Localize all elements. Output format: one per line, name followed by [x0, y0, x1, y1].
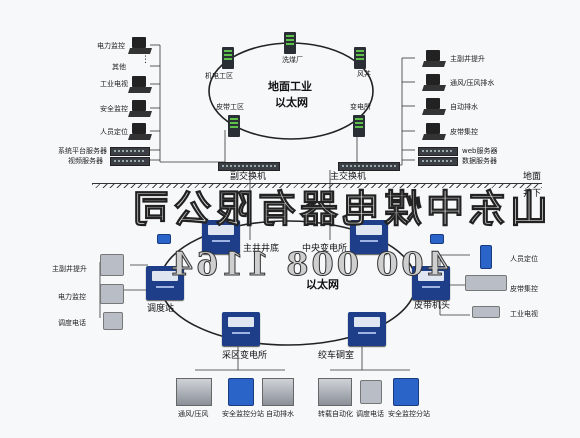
- node-top-label: 洗煤厂: [282, 56, 303, 64]
- node-ug-left-label: 调度站: [147, 304, 175, 314]
- main-switch-rack: [338, 162, 400, 171]
- locator-icon: [480, 245, 492, 269]
- ug-left-device-label: 调度电话: [58, 319, 86, 327]
- ground-hatch: [92, 184, 542, 188]
- switch-icon: [222, 47, 234, 69]
- drainage-photo: [262, 378, 294, 406]
- right-device-label: 自动排水: [450, 103, 478, 111]
- switch-icon: [353, 115, 365, 137]
- left-device-label: 安全监控: [100, 105, 128, 113]
- conveyor-icon: [465, 275, 507, 291]
- main-switch-label: 主交换机: [330, 172, 367, 182]
- ground-divider: [92, 183, 542, 184]
- cabinet-top-left: [202, 220, 240, 254]
- server-rack-icon: [110, 147, 150, 156]
- ug-right-device-label: 人员定位: [510, 255, 538, 263]
- monitor-icon: [128, 123, 152, 141]
- left-device-label: 工业电视: [100, 80, 128, 88]
- transfer-photo: [318, 378, 352, 406]
- node-top-right-label: 风井: [357, 70, 371, 78]
- cabinet-left: [146, 266, 184, 300]
- node-ug-right-label: 皮带机头: [414, 301, 451, 311]
- left-device-label: 人员定位: [100, 128, 128, 136]
- server-rack-icon: [110, 157, 150, 166]
- ug-br-device-label: 安全监控分站: [388, 410, 430, 418]
- surface-ring-title-1: 地面工业: [268, 80, 312, 93]
- monitor-icon: [422, 74, 446, 92]
- monitor-icon: [422, 50, 446, 68]
- ug-bl-device-label: 安全监控分站: [222, 410, 264, 418]
- left-device-label: 系统平台服务器: [58, 147, 107, 155]
- ug-left-device-label: 主副井提升: [52, 265, 87, 273]
- ug-left-device-label: 电力监控: [58, 293, 86, 301]
- hoist-icon: [100, 254, 124, 276]
- node-right-label: 变电所: [350, 103, 371, 111]
- switch-icon: [228, 115, 240, 137]
- left-device-label: 视频服务器: [68, 157, 103, 165]
- underground-ring-title: 以太网: [306, 278, 339, 291]
- telephone-icon: [360, 380, 382, 404]
- node-left-label: 皮带工区: [216, 103, 244, 111]
- monitor-icon: [128, 100, 152, 118]
- monitor-station-icon: [228, 378, 254, 406]
- cabinet-bottom-right: [348, 312, 386, 346]
- sub-switch-rack: [218, 162, 280, 171]
- sensor-icon: [430, 234, 444, 244]
- switch-icon: [284, 32, 296, 54]
- monitor-icon: [422, 123, 446, 141]
- camera-icon: [472, 306, 500, 318]
- node-ug-bottom-right-label: 绞车硐室: [318, 351, 355, 361]
- ug-right-device-label: 皮带集控: [510, 285, 538, 293]
- surface-ring-title-2: 以太网: [275, 96, 308, 109]
- server-rack-icon: [418, 157, 458, 166]
- ug-right-device-label: 工业电视: [510, 310, 538, 318]
- ug-br-device-label: 转载自动化: [318, 410, 353, 418]
- server-rack-icon: [418, 147, 458, 156]
- node-ug-bottom-left-label: 采区变电所: [222, 351, 268, 361]
- right-device-label: 主副井提升: [450, 55, 485, 63]
- left-device-label: 电力监控: [97, 42, 125, 50]
- node-ug-top-right-label: 中央变电所: [302, 244, 348, 254]
- node-top-left-label: 机电工区: [205, 72, 233, 80]
- monitor-station-icon: [393, 378, 419, 406]
- power-monitor-icon: [100, 284, 124, 304]
- ug-br-device-label: 调度电话: [356, 410, 384, 418]
- right-device-label: 数据服务器: [462, 157, 497, 165]
- underground-label: 井下: [523, 189, 542, 199]
- cabinet-right: [412, 266, 450, 300]
- ellipsis-icon: ⋮: [141, 55, 150, 65]
- ug-bl-device-label: 通风/压风: [178, 410, 209, 418]
- ground-label: 地面: [523, 172, 542, 182]
- monitor-icon: [422, 98, 446, 116]
- ug-bl-device-label: 自动排水: [266, 410, 294, 418]
- monitor-icon: [128, 76, 152, 94]
- left-device-label: 其他: [112, 63, 126, 71]
- right-device-label: web服务器: [462, 147, 498, 155]
- right-device-label: 皮带集控: [450, 128, 478, 136]
- cabinet-top-right: [350, 220, 388, 254]
- telephone-icon: [103, 312, 123, 330]
- sensor-icon: [157, 234, 171, 244]
- ventilation-photo: [176, 378, 212, 406]
- switch-icon: [354, 47, 366, 69]
- right-device-label: 通风/压风排水: [450, 79, 495, 87]
- cabinet-bottom-left: [222, 312, 260, 346]
- sub-switch-label: 副交换机: [230, 172, 267, 182]
- monitor-icon: [128, 37, 152, 55]
- node-ug-top-left-label: 主井井底: [243, 244, 280, 254]
